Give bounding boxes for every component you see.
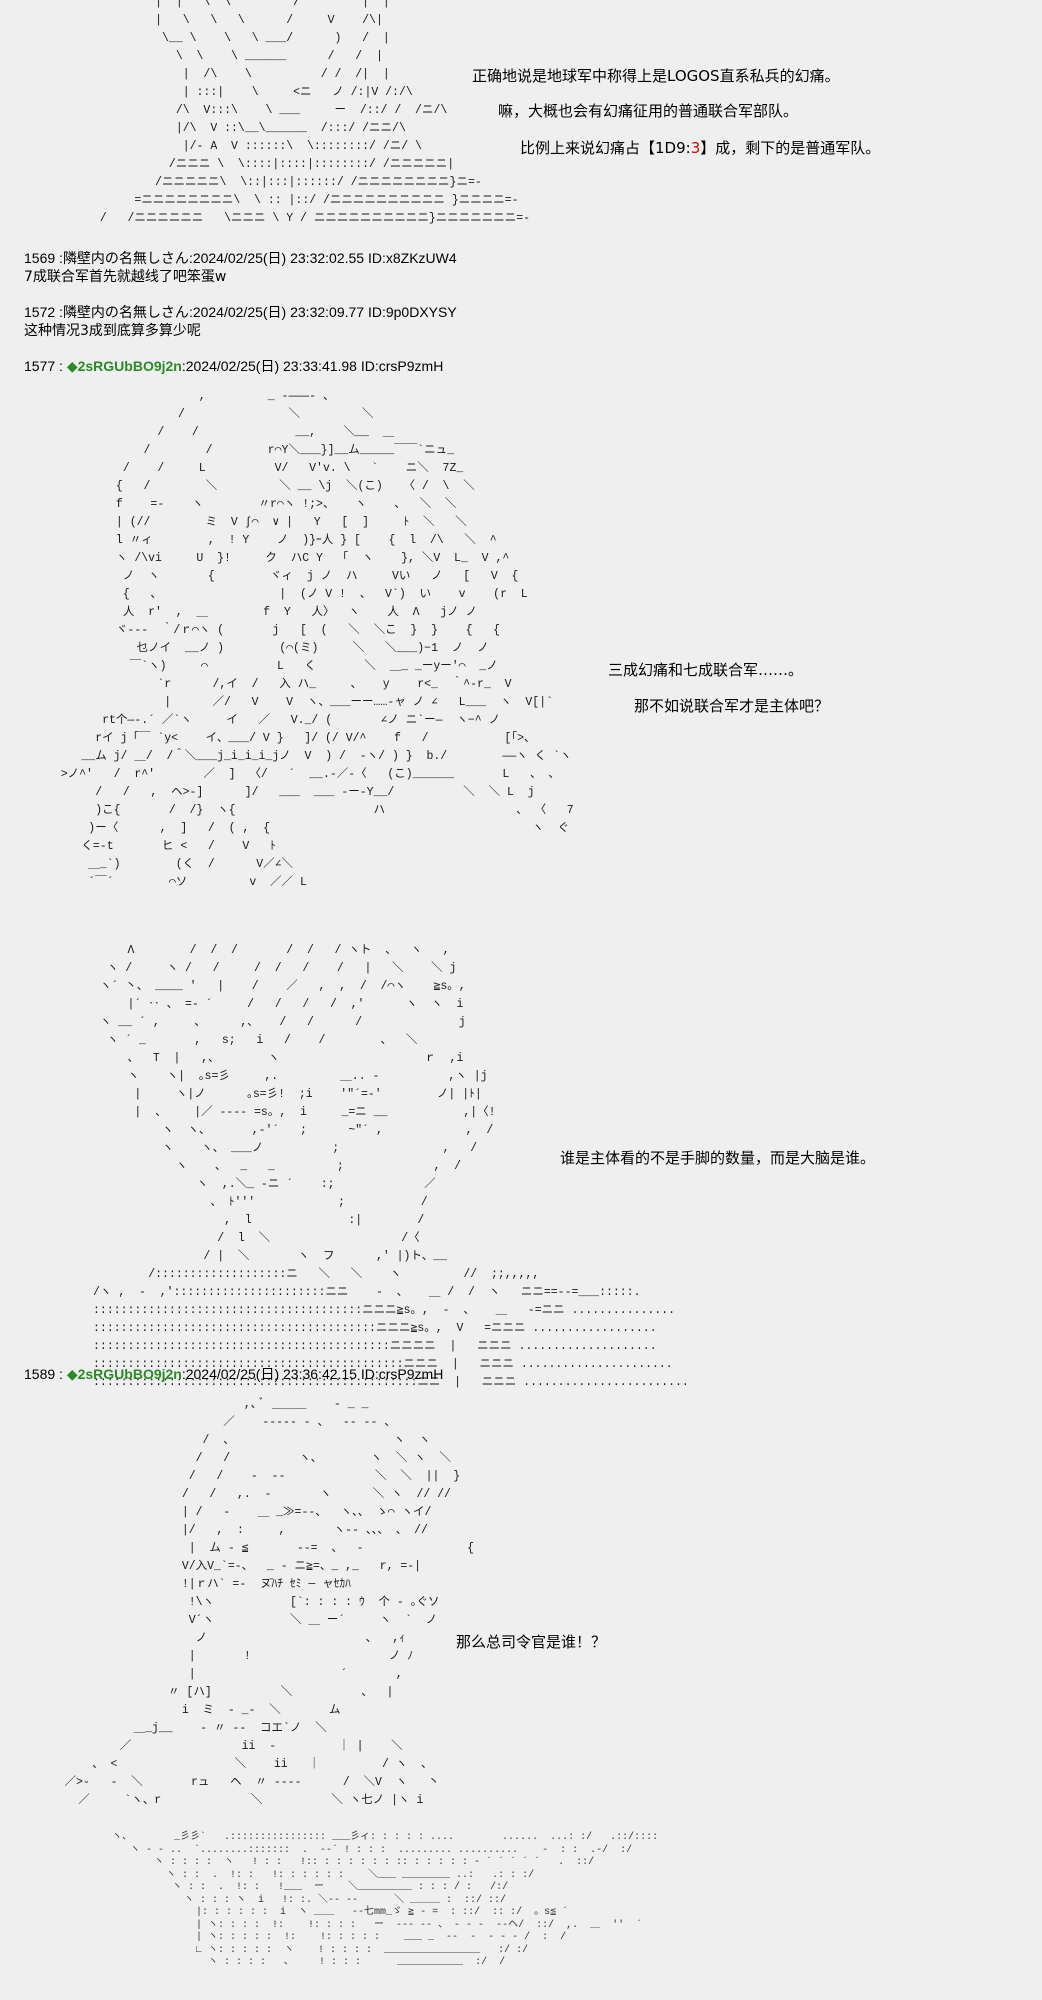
panel3-dialog-line1: 谁是主体看的不是手脚的数量，而是大脑是谁。 <box>560 1149 876 1167</box>
post-header: 1569 :隣壁内の名無しさん:2024/02/25(日) 23:32:02.5… <box>24 248 457 268</box>
post-date: :2024/02/25(日) 23:32:02.55 <box>188 250 365 266</box>
post-id[interactable]: ID:9p0DXYSY <box>367 304 457 320</box>
ascii-art-panel-2: , _ -―――- 、 / ＼ ＼ / / __, ＼__ ＿ / / r⌒Y＼… <box>60 390 574 889</box>
post-number[interactable]: 1589 <box>24 1366 56 1382</box>
panel2-dialog-line1: 三成幻痛和七成联合军……。 <box>608 661 804 679</box>
dice-text-post: 】成，剩下的是普通军队。 <box>700 139 881 157</box>
post-number[interactable]: 1569 <box>24 250 56 266</box>
panel2-dialog-line2: 那不如说联合军才是主体吧？ <box>634 697 830 715</box>
panel1-dialog-line1: 正确地说是地球军中称得上是LOGOS直系私兵的幻痛。 <box>472 67 840 85</box>
post-number[interactable]: 1572 <box>24 304 56 320</box>
panel1-dialog-line3: 比例上来说幻痛占【1D9:3】成，剩下的是普通军队。 <box>520 138 880 158</box>
post-trip: ◆2sRGUbBO9j2n <box>66 1366 182 1382</box>
post-header: 1577 : ◆2sRGUbBO9j2n:2024/02/25(日) 23:33… <box>24 356 443 376</box>
ascii-art-panel-3: Λ / / / / / / ヽト 、 ヽ , ヽ / ヽ / / / / / /… <box>93 944 689 1389</box>
post-separator: : <box>59 358 63 374</box>
post-date: :2024/02/25(日) 23:33:41.98 <box>181 358 357 374</box>
post-id[interactable]: ID:x8ZKzUW4 <box>367 250 457 266</box>
ascii-art-panel-1: | | \ \ / | | | \ \ \ / V /\| \__ \ \ \ … <box>99 0 531 225</box>
post-separator: : <box>59 250 63 266</box>
dice-result: 3 <box>690 139 701 157</box>
panel1-dialog-line2: 嘛，大概也会有幻痛征用的普通联合军部队。 <box>498 102 799 120</box>
post-name: 隣壁内の名無しさん <box>62 250 189 266</box>
post-header: 1589 : ◆2sRGUbBO9j2n:2024/02/25(日) 23:36… <box>24 1364 443 1384</box>
post-trip: ◆2sRGUbBO9j2n <box>66 358 182 374</box>
post-number[interactable]: 1577 <box>24 358 56 374</box>
post-body: 7成联合军首先就越线了吧笨蛋w <box>24 269 227 285</box>
post-body: 这种情况3成到底算多算少呢 <box>24 323 201 339</box>
post-id[interactable]: ID:crsP9zmH <box>360 358 444 374</box>
post-separator: : <box>59 1366 63 1382</box>
post-date: :2024/02/25(日) 23:36:42.15 <box>181 1366 357 1382</box>
panel4-dialog-line1: 那么总司令官是谁！？ <box>456 1633 607 1651</box>
post-header: 1572 :隣壁内の名無しさん:2024/02/25(日) 23:32:09.7… <box>24 302 457 322</box>
post-separator: : <box>59 304 63 320</box>
ascii-art-panel-5: ヽ、 _彡彡` .:::::::::::::::: ___彡ィ: : : : :… <box>112 1832 659 1968</box>
post-name: 隣壁内の名無しさん <box>62 304 189 320</box>
post-date: :2024/02/25(日) 23:32:09.77 <box>188 304 365 320</box>
post-id[interactable]: ID:crsP9zmH <box>360 1366 444 1382</box>
ascii-art-panel-4: ,､ ﾞ ＿＿＿ ‐ _ _ ／ ‐‐‐‐‐ ‐ 、 ‐‐ ‐‐ 、 / 、 ヽ… <box>64 1398 475 1807</box>
dice-text-pre: 比例上来说幻痛占【1D9: <box>520 139 691 157</box>
